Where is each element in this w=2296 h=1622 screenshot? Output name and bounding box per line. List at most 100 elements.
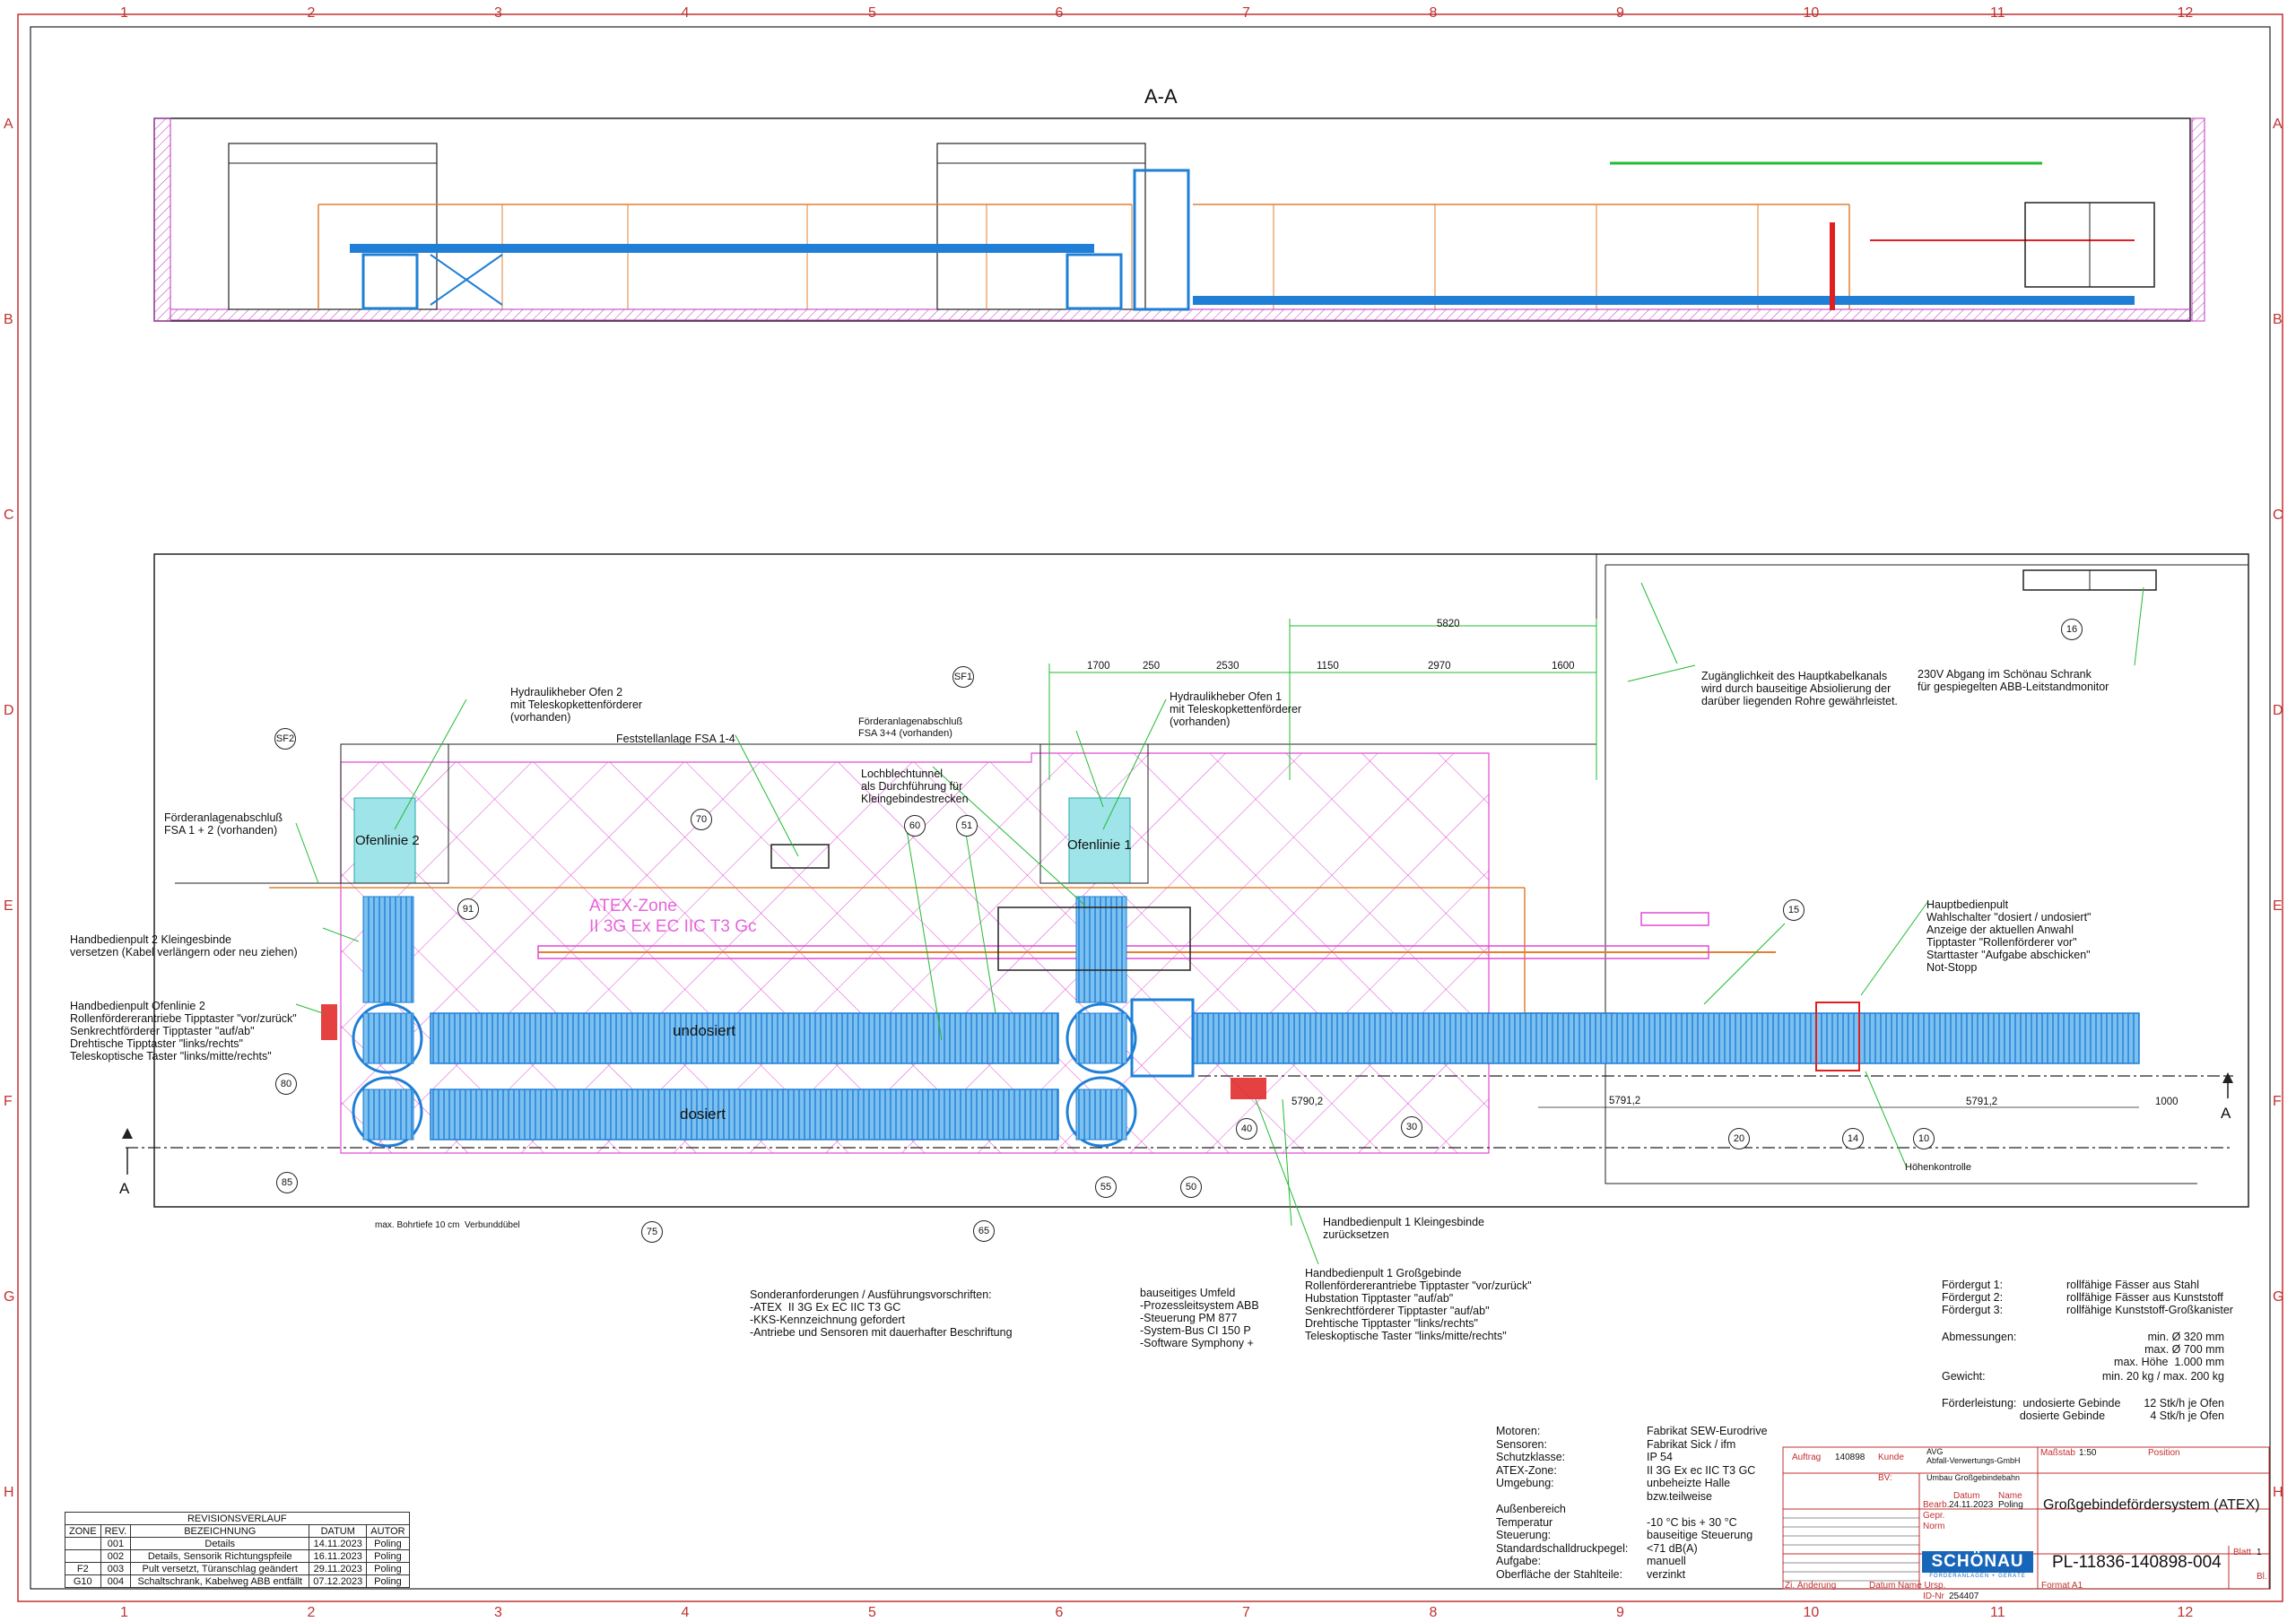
note-foerderanlagenabschluss-34: Förderanlagenabschluß FSA 3+4 (vorhanden… [858,716,963,739]
dim-1700: 1700 [1087,661,1110,672]
note-230v-abgang: 230V Abgang im Schönau Schrank für gespi… [1918,668,2109,693]
callout-91: 91 [457,898,479,920]
tb-norm-label: Norm [1923,1522,1945,1531]
ruler-column-label: 10 [1803,5,1820,21]
callout-40: 40 [1236,1118,1257,1140]
turntable-4 [1065,1076,1137,1148]
revision-cell: 002 [100,1549,132,1563]
callout-55: 55 [1095,1176,1117,1198]
dim-2530: 2530 [1216,661,1239,672]
turntable-1 [352,1002,423,1074]
tb-position-label: Position [2148,1448,2180,1458]
tb-datum2-label: Datum [1869,1581,1896,1591]
ruler-row-label: A [4,117,13,132]
ruler-column-label: 1 [120,1605,128,1620]
sonderanforderungen: Sonderanforderungen / Ausführungsvorschr… [750,1288,1013,1339]
note-lochblechtunnel: Lochblechtunnel als Durchführung für Kle… [861,768,969,805]
ruler-row-label: C [4,507,14,523]
revision-cell [65,1537,101,1550]
ruler-column-label: 9 [1616,1605,1624,1620]
tb-blatt-label: Blatt [2233,1548,2252,1557]
revision-cell: Poling [366,1574,410,1588]
ruler-column-label: 11 [1990,5,2005,21]
ruler-column-label: 6 [1055,5,1064,21]
tb-bl-label: Bl. [2257,1572,2267,1582]
ruler-column-label: 6 [1055,1605,1064,1620]
ruler-row-label: D [2273,703,2283,718]
tb-kunde-label: Kunde [1878,1453,1904,1462]
callout-60: 60 [904,815,926,837]
revision-header-cell: DATUM [309,1524,368,1538]
note-hauptbedienpult: Hauptbedienpult Wahlschalter "dosiert / … [1926,898,2092,974]
ruler-column-label: 10 [1803,1605,1820,1620]
ruler-column-label: 7 [1242,1605,1250,1620]
ruler-column-label: 3 [494,1605,502,1620]
tb-id-label: ID-Nr [1923,1592,1944,1601]
callout-80: 80 [275,1073,297,1095]
callout-sf2: SF2 [274,728,296,750]
dim-2970: 2970 [1428,661,1451,672]
revision-cell: Details, Sensorik Richtungspfeile [130,1549,310,1563]
ruler-row-label: C [2273,507,2283,523]
tb-bearb-name: Poling [1998,1500,2023,1510]
ruler-row-label: G [2273,1289,2284,1305]
ruler-row-label: D [4,703,14,718]
ruler-column-label: 2 [307,5,316,21]
revision-cell: 004 [100,1574,132,1588]
sheet-frame [17,13,2283,1602]
callout-20: 20 [1728,1128,1750,1149]
dim-1000: 1000 [2155,1097,2179,1107]
callout-14: 14 [1842,1128,1864,1149]
ruler-row-label: F [4,1094,13,1109]
callout-16: 16 [2061,619,2083,640]
callout-sf1: SF1 [952,666,974,688]
ruler-column-label: 12 [2177,5,2194,21]
section-marker-left: A [119,1180,130,1197]
foerdergut-values: rollfähige Fässer aus Stahl rollfähige F… [2066,1279,2233,1316]
tb-bv-label: BV: [1878,1473,1892,1483]
ruler-row-label: B [2273,312,2283,327]
callout-65: 65 [973,1220,995,1242]
tb-id: 254407 [1949,1592,1979,1601]
revision-cell: Poling [366,1537,410,1550]
revision-cell: 29.11.2023 [309,1562,368,1575]
callout-70: 70 [691,809,712,830]
callout-10: 10 [1913,1128,1935,1149]
tb-drawing-number: PL-11836-140898-004 [2052,1553,2222,1572]
ruler-row-label: H [4,1485,14,1500]
tb-zeichen-label: Zi. Änderung [1785,1581,1837,1591]
revision-cell: Poling [366,1549,410,1563]
ruler-row-label: A [2273,117,2283,132]
ruler-column-label: 11 [1990,1605,2005,1620]
revision-cell: 14.11.2023 [309,1537,368,1550]
revision-header-cell: REV. [100,1524,132,1538]
note-feststellanlage: Feststellanlage FSA 1-4 [616,733,735,745]
dim-250: 250 [1143,661,1161,672]
revision-cell: Schaltschrank, Kabelweg ABB entfällt [130,1574,310,1588]
section-label: A-A [1144,85,1178,108]
foerdergut-labels: Fördergut 1: Fördergut 2: Fördergut 3: [1942,1279,2004,1316]
note-hydraulik-ofen2: Hydraulikheber Ofen 2 mit Teleskopketten… [510,686,643,724]
abmessungen-values: min. Ø 320 mm max. Ø 700 mm max. Höhe 1.… [2114,1331,2224,1368]
ruler-row-label: E [2273,898,2283,914]
abmessungen-label: Abmessungen: [1942,1331,2017,1343]
conveyor-dosiert [430,1089,1059,1141]
gewicht-value: min. 20 kg / max. 200 kg [2101,1370,2224,1383]
callout-50: 50 [1180,1176,1202,1198]
revision-cell [65,1549,101,1563]
revision-header-cell: BEZEICHNUNG [130,1524,310,1538]
section-marker-right: A [2221,1105,2231,1122]
revision-cell: 001 [100,1537,132,1550]
ruler-column-label: 1 [120,5,128,21]
ruler-row-label: H [2273,1485,2283,1500]
tb-datum-label: Datum [1953,1491,1980,1501]
tb-bv: Umbau Großgebindebahn [1926,1473,2021,1482]
tb-auftrag-label: Auftrag [1792,1453,1822,1462]
note-kabelkanal: Zugänglichkeit des Hauptkabelkanals wird… [1701,670,1898,707]
conveyor-undosiert-left [430,1012,1059,1064]
revision-cell: Pult versetzt, Türanschlag geändert [130,1562,310,1575]
tb-auftrag: 140898 [1835,1453,1866,1462]
callout-85: 85 [276,1172,298,1193]
